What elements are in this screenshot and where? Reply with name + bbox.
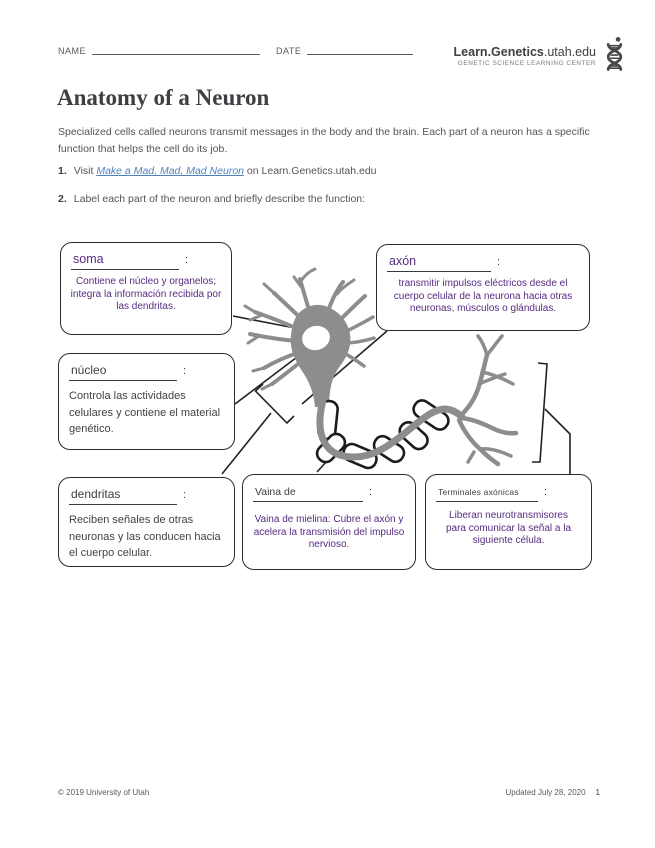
step-1-post: on Learn.Genetics.utah.edu <box>244 165 377 177</box>
axon-terminals <box>456 334 519 467</box>
axon-box: axón: transmitir impulsos eléctricos des… <box>376 244 590 331</box>
terminales-blank-line[interactable]: Terminales axónicas <box>436 482 538 502</box>
soma-label: soma <box>73 252 104 266</box>
dendritas-answer: Reciben señales de otras neuronas y las … <box>69 514 221 559</box>
axon-fiber <box>316 396 466 461</box>
nucleo-answer: Controla las actividades celulares y con… <box>69 390 221 435</box>
name-input-line[interactable] <box>92 44 261 55</box>
copyright-text: © 2019 University of Utah <box>58 788 150 797</box>
soma-answer[interactable]: Contiene el núcleo y organelos; integra … <box>70 276 222 312</box>
logo-subtitle: GENETIC SCIENCE LEARNING CENTER <box>457 60 596 67</box>
logo-text: Learn.Genetics.utah.edu GENETIC SCIENCE … <box>454 45 596 67</box>
myelin-sheath <box>315 399 450 470</box>
logo-title-rest: .utah.edu <box>543 45 596 59</box>
step-1: 1. Visit Make a Mad, Mad, Mad Neuron on L… <box>58 165 377 177</box>
dendritas-label-row: dendritas: <box>69 485 224 505</box>
nucleus-hole <box>302 325 330 351</box>
terminales-callout-line <box>544 408 571 474</box>
colon: : <box>183 489 187 501</box>
name-date-row: NAME DATE <box>58 44 598 56</box>
step-2: 2. Label each part of the neuron and brie… <box>58 193 365 205</box>
date-input-line[interactable] <box>307 44 414 55</box>
page-title: Anatomy of a Neuron <box>57 85 270 110</box>
vaina-label: Vaina de <box>255 486 296 498</box>
updated-text: Updated July 28, 2020 <box>505 788 586 797</box>
footer-right: Updated July 28, 2020 1 <box>505 788 600 797</box>
soma-blank-line[interactable]: soma <box>71 250 179 270</box>
logo-title-bold: Learn.Genetics <box>453 45 544 59</box>
vaina-label-row: Vaina de: <box>253 482 405 502</box>
terminales-label-row: Terminales axónicas: <box>436 482 581 502</box>
vaina-blank-line[interactable]: Vaina de <box>253 482 363 502</box>
axon-label: axón <box>389 254 417 268</box>
nucleo-label: núcleo <box>71 363 107 377</box>
site-logo: Learn.Genetics.utah.edu GENETIC SCIENCE … <box>454 36 628 76</box>
step-1-pre: Visit <box>73 165 97 177</box>
vaina-box: Vaina de: Vaina de mielina: Cubre el axó… <box>242 474 416 570</box>
step-1-number: 1. <box>58 165 67 177</box>
intro-paragraph: Specialized cells called neurons transmi… <box>58 126 590 155</box>
axon-label-row: axón: <box>387 252 579 272</box>
dendritas-bracket <box>254 383 295 425</box>
terminales-bracket <box>532 362 548 463</box>
colon: : <box>185 254 189 266</box>
step-2-number: 2. <box>58 193 67 205</box>
step-2-text: Label each part of the neuron and briefl… <box>73 193 366 205</box>
colon: : <box>183 365 187 377</box>
dendritas-label: dendritas <box>71 487 121 501</box>
nucleo-box: núcleo: Controla las actividades celular… <box>58 353 235 450</box>
nucleo-label-row: núcleo: <box>69 361 224 381</box>
dendritas-callout-line <box>221 412 272 475</box>
page-number: 1 <box>595 788 600 797</box>
soma-box: soma: Contiene el núcleo y organelos; in… <box>60 242 232 335</box>
colon: : <box>497 256 501 268</box>
axon-blank-line[interactable]: axón <box>387 252 491 272</box>
dendritas-blank-line[interactable]: dendritas <box>69 485 177 505</box>
terminales-answer[interactable]: Liberan neurotransmisores para comunicar… <box>445 510 572 546</box>
dendritas-box: dendritas: Reciben señales de otras neur… <box>58 477 235 567</box>
colon: : <box>369 486 373 498</box>
colon: : <box>544 486 548 498</box>
dna-helix-icon <box>606 37 623 71</box>
nucleo-blank-line[interactable]: núcleo <box>69 361 177 381</box>
vaina-answer[interactable]: Vaina de mielina: Cubre el axón y aceler… <box>253 514 405 550</box>
name-label: NAME <box>58 46 87 56</box>
terminales-box: Terminales axónicas: Liberan neurotransm… <box>425 474 592 570</box>
date-label: DATE <box>276 46 302 56</box>
soma-label-row: soma: <box>71 250 221 270</box>
mad-neuron-link[interactable]: Make a Mad, Mad, Mad Neuron <box>96 165 244 177</box>
soma-body <box>290 304 351 407</box>
axon-answer[interactable]: transmitir impulsos eléctricos desde el … <box>393 278 573 314</box>
terminales-label: Terminales axónicas <box>438 487 519 497</box>
logo-title: Learn.Genetics.utah.edu <box>454 45 596 59</box>
